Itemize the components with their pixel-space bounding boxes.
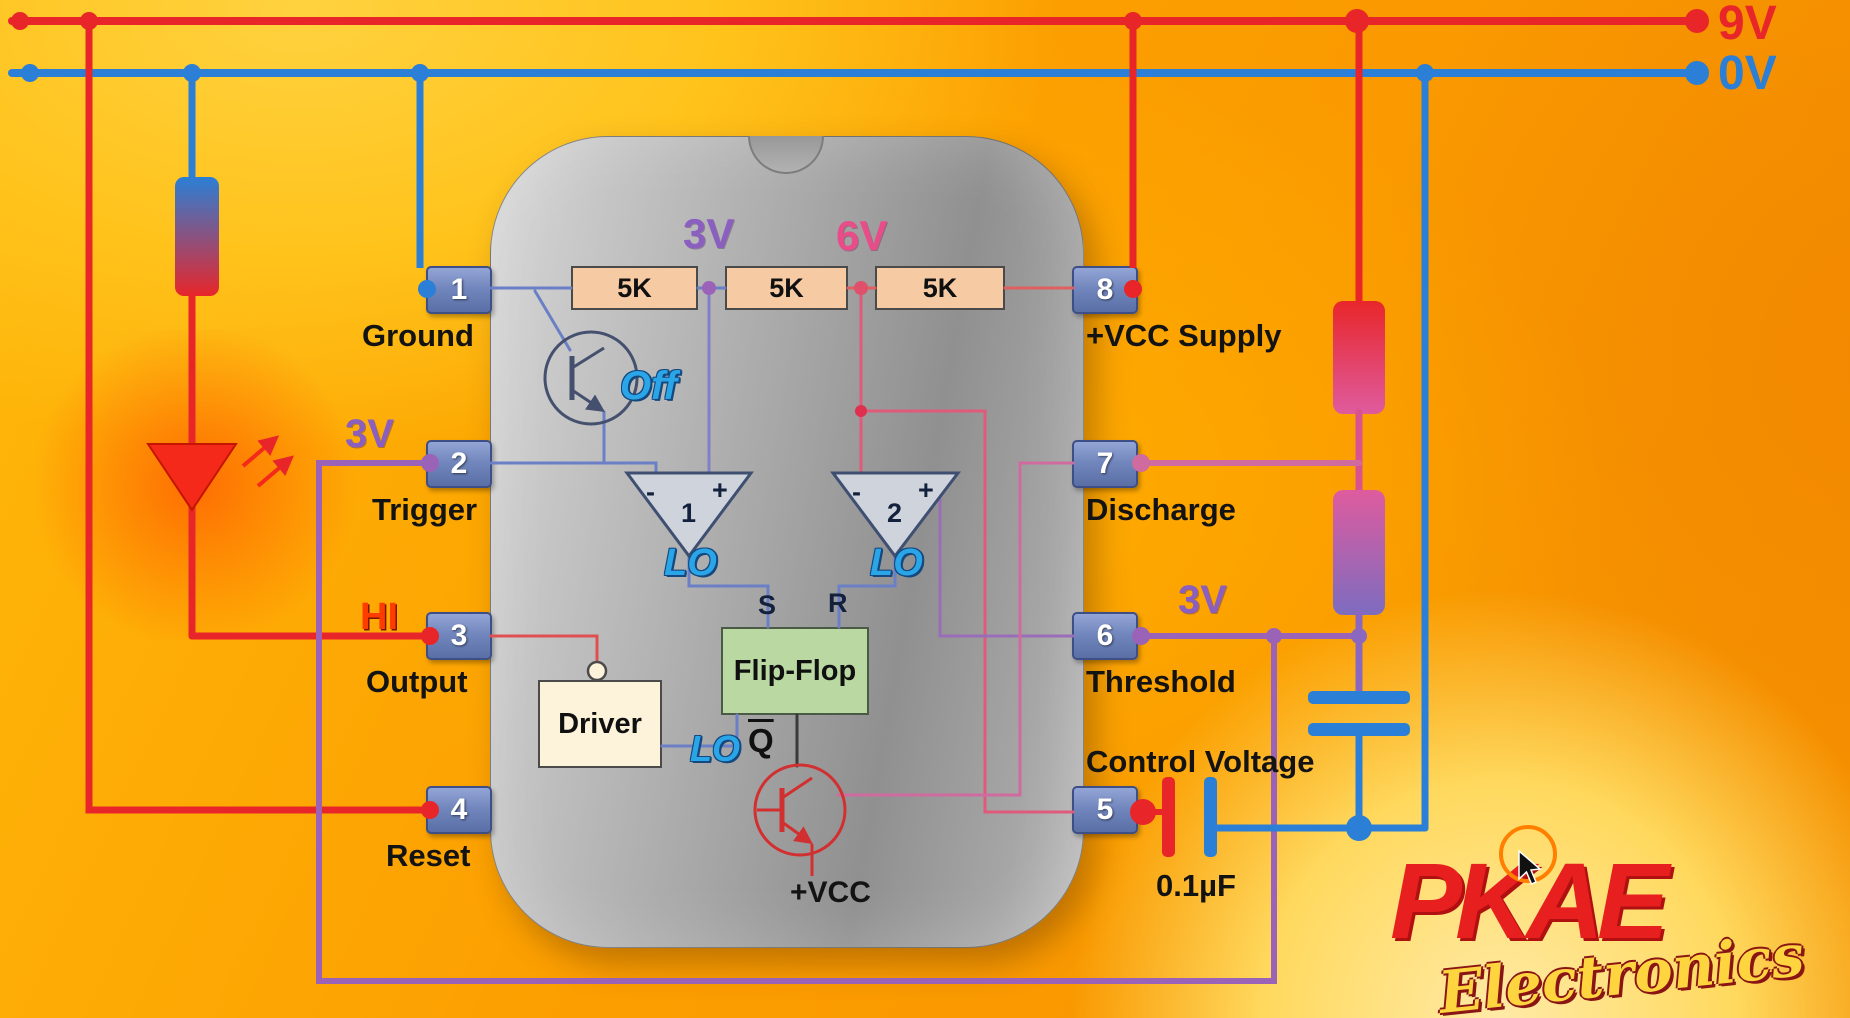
comparator-1-state: LO (664, 542, 717, 584)
comparator-1-number: 1 (681, 498, 697, 528)
transistor-off-state: Off (620, 364, 678, 408)
pin-4-reset: 4 (426, 786, 492, 834)
node-6v-label: 6V (836, 212, 888, 259)
control-capacitor (1138, 777, 1217, 857)
pin-label-trigger: Trigger (372, 492, 478, 527)
vcc-emitter-label: +VCC (790, 876, 871, 909)
flip-flop-set-label: S (758, 590, 777, 620)
resistor-rb (1333, 490, 1385, 615)
comparator-2-state: LO (870, 542, 923, 584)
pin-8-vcc: 8 (1072, 266, 1138, 314)
resistor-5k-3: 5K (875, 266, 1005, 310)
rail-0v-label: 0V (1718, 47, 1777, 100)
pin-6-threshold: 6 (1072, 612, 1138, 660)
node-3v-label: 3V (683, 210, 735, 257)
driver-box: Driver (538, 680, 662, 768)
rail-9v-label: 9V (1718, 0, 1777, 50)
pin-1-ground: 1 (426, 266, 492, 314)
timing-capacitor-plate-top (1308, 691, 1410, 704)
pin-2-trigger: 2 (426, 440, 492, 488)
resistor-led-series (175, 177, 219, 296)
comparator-1-minus: - (646, 477, 655, 507)
cursor-highlight-ring (1499, 825, 1557, 883)
ic-555-body (490, 136, 1084, 948)
comparator-2-number: 2 (887, 498, 903, 528)
pin-7-discharge: 7 (1072, 440, 1138, 488)
pin-5-control: 5 (1072, 786, 1138, 834)
comparator-1-plus: + (712, 475, 728, 505)
trigger-voltage-annotation: 3V (345, 412, 394, 456)
pin-label-vcc-supply: +VCC Supply (1086, 318, 1282, 353)
rc-chain (1212, 17, 1429, 832)
pin-label-control-voltage: Control Voltage (1086, 744, 1315, 779)
control-cap-value: 0.1µF (1156, 868, 1236, 903)
comparator-2-minus: - (852, 477, 861, 507)
timing-capacitor-plate-bottom (1308, 723, 1410, 736)
q-bar-label: Q (748, 722, 774, 759)
threshold-voltage-annotation: 3V (1178, 578, 1227, 622)
pin-label-output: Output (366, 664, 468, 699)
pin-3-output: 3 (426, 612, 492, 660)
mouse-cursor-icon (1518, 850, 1542, 885)
resistor-5k-1: 5K (571, 266, 698, 310)
flip-flop-box: Flip-Flop (721, 627, 869, 715)
comparator-2-plus: + (918, 475, 934, 505)
resistor-ra (1333, 301, 1385, 414)
pin-label-discharge: Discharge (1086, 492, 1236, 527)
pin-label-ground: Ground (362, 318, 474, 353)
resistor-5k-2: 5K (725, 266, 848, 310)
output-state-annotation: HI (360, 596, 398, 638)
pin-label-reset: Reset (386, 838, 471, 873)
pin-label-threshold: Threshold (1086, 664, 1236, 699)
led-glow (30, 330, 360, 640)
flip-flop-reset-label: R (828, 588, 848, 618)
q-bar-state: LO (690, 728, 740, 769)
